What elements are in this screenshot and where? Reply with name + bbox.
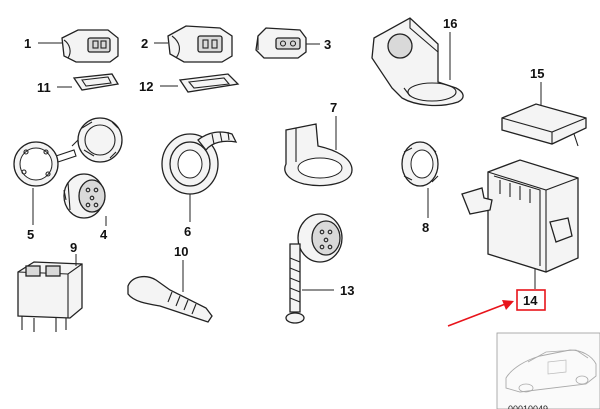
part-12-seal (178, 73, 240, 93)
part-16-bracket (371, 17, 464, 107)
label-16: 16 (443, 16, 457, 31)
car-thumbnail (496, 332, 600, 409)
label-12: 12 (139, 79, 153, 94)
label-7: 7 (330, 100, 337, 115)
label-6: 6 (184, 224, 191, 239)
part-15-cover (501, 103, 587, 147)
label-1: 1 (24, 36, 31, 51)
highlight-arrow (447, 300, 514, 327)
label-8: 8 (422, 220, 429, 235)
part-3-plug (255, 27, 307, 59)
label-11: 11 (37, 80, 51, 95)
part-13-cable-connector (285, 213, 343, 324)
label-14-highlight-box (516, 289, 546, 311)
label-13: 13 (340, 283, 354, 298)
label-4: 4 (100, 227, 108, 242)
part-6-bellow-connector (161, 131, 238, 195)
diagram-number: 00010049 (508, 404, 548, 409)
part-11-seal (72, 73, 120, 91)
label-5: 5 (27, 227, 34, 242)
part-2-connector (167, 25, 233, 63)
label-3: 3 (324, 37, 331, 52)
part-5-connector-body (71, 117, 123, 163)
label-9: 9 (70, 240, 77, 255)
part-10-boot (127, 275, 213, 323)
part-5-seal-ring (13, 141, 77, 187)
label-2: 2 (141, 36, 148, 51)
part-1-connector (61, 29, 119, 63)
label-14: 14 (523, 293, 538, 308)
part-14-relay-box (461, 159, 579, 273)
part-8-nut-ring (401, 141, 439, 187)
part-9-relay-socket (17, 261, 83, 332)
part-4-round-connector (63, 173, 106, 219)
label-15: 15 (530, 66, 544, 81)
label-10: 10 (174, 244, 188, 259)
part-7-holder (284, 123, 353, 187)
